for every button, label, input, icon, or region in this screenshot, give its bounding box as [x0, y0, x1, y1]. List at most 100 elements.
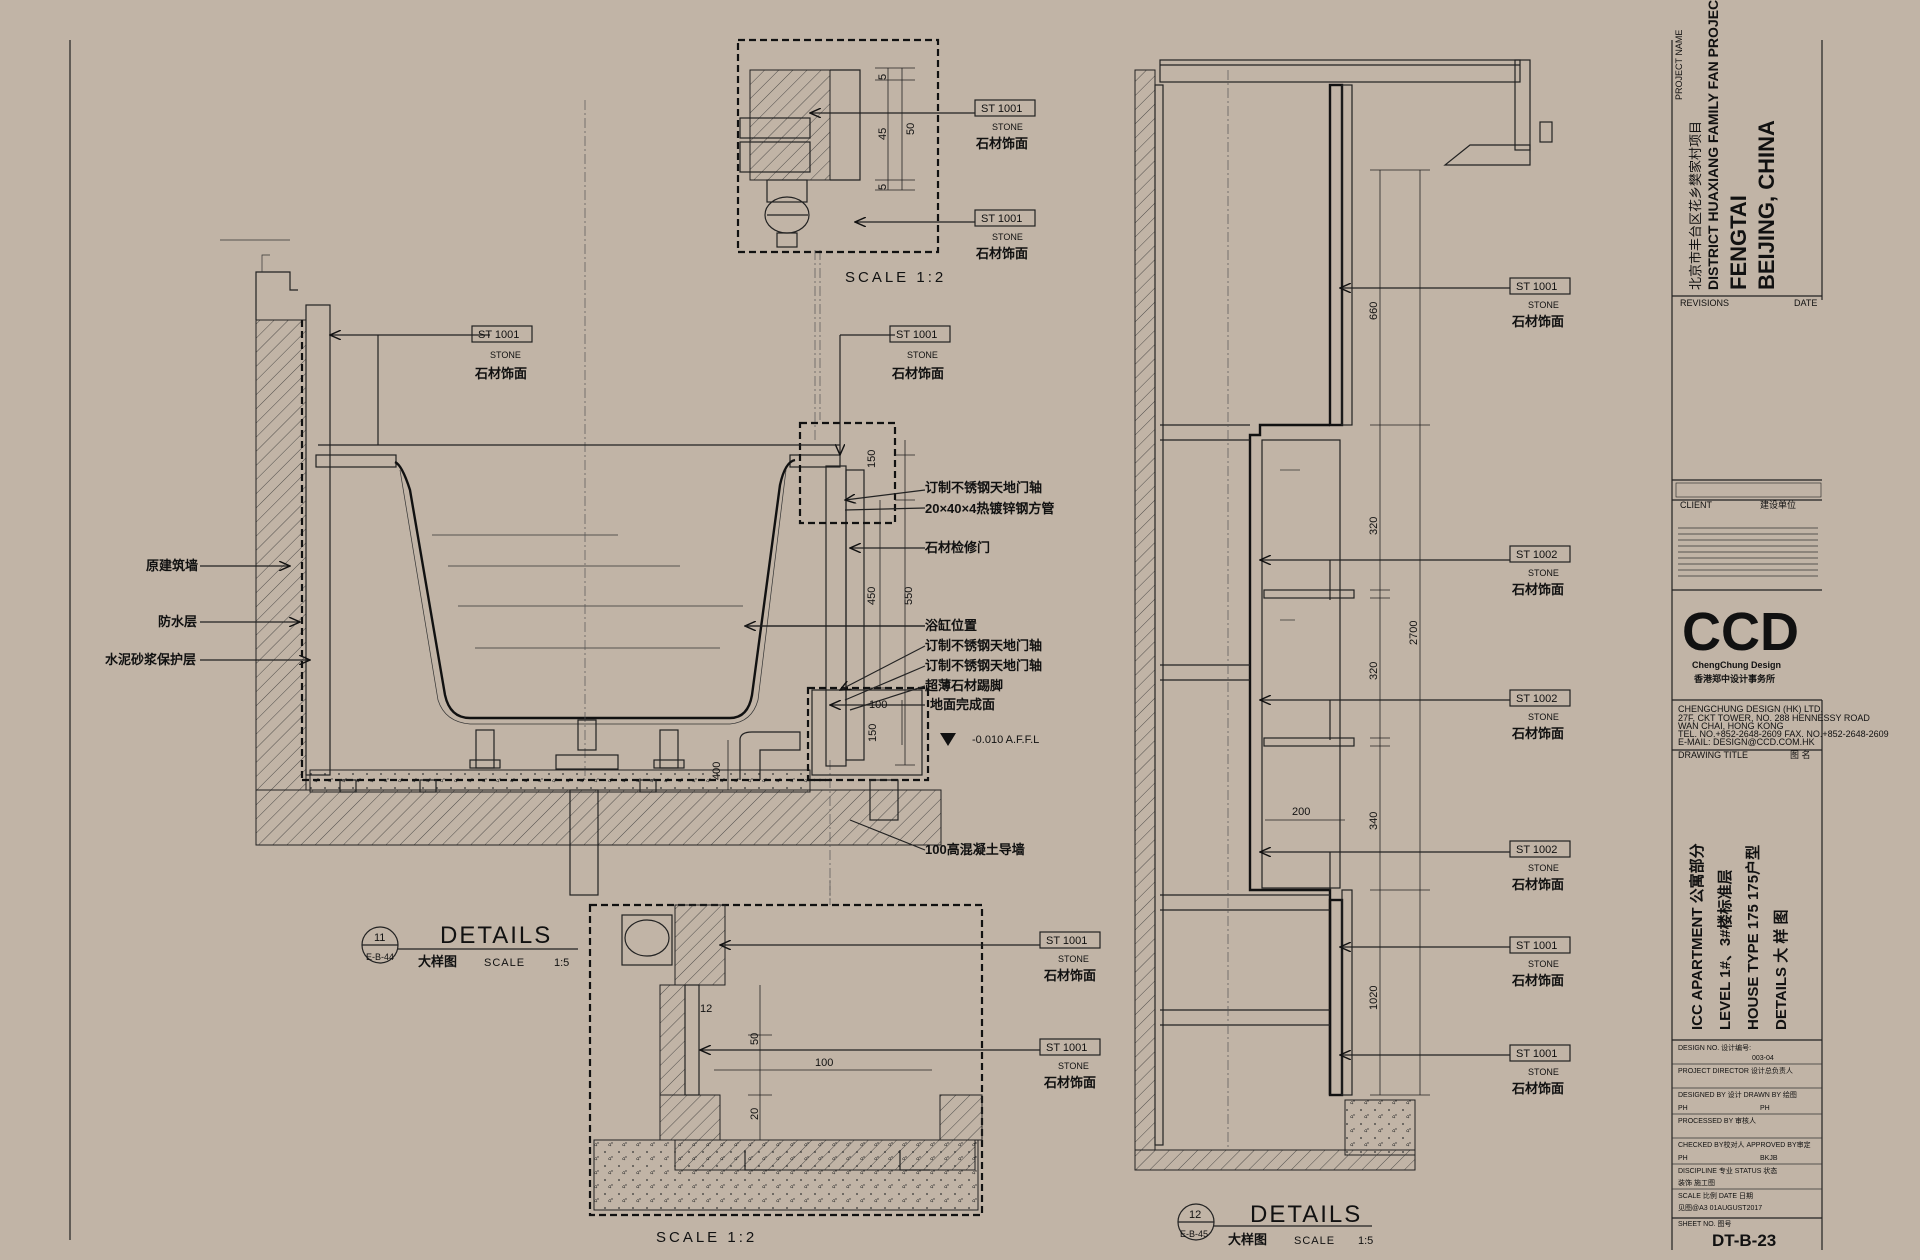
material-tag: ST 1001 STONE 石材饰面 — [1039, 1038, 1101, 1090]
tag-stone-cn: 石材饰面 — [1511, 1081, 1564, 1096]
material-tag: ST 1001 STONE 石材饰面 — [1509, 277, 1571, 329]
tag-stone-cn: 石材饰面 — [1511, 314, 1564, 329]
dim-400: 400 — [711, 762, 723, 780]
tag-stone-cn: 石材饰面 — [1043, 968, 1096, 983]
company-address-1: 27F, CKT TOWER, NO. 288 HENNESSY ROAD — [1678, 713, 1870, 723]
client-label: CLIENT — [1680, 500, 1713, 510]
dim-100: 100 — [869, 699, 887, 711]
project-city-2: BEIJING, CHINA — [1754, 120, 1779, 290]
detail-12-label: 12 E-B-45 DETAILS 大样图 SCALE 1:5 — [1177, 1201, 1373, 1247]
fine-print — [1678, 527, 1818, 577]
material-tag: ST 1001 STONE 石材饰面 — [974, 209, 1036, 261]
note-wall: 原建筑墙 — [146, 558, 198, 573]
sheet-no-label: SHEET NO. 图号 — [1678, 1220, 1732, 1228]
checked-value: PH — [1678, 1155, 1688, 1162]
tag-stone: STONE — [1058, 1061, 1089, 1071]
discipline-value: 装饰 施工图 — [1678, 1178, 1715, 1187]
tag-code: ST 1001 — [896, 329, 937, 341]
tag-stone-cn: 石材饰面 — [975, 246, 1028, 261]
tag-stone: STONE — [992, 122, 1023, 132]
detail-title: DETAILS — [1250, 1201, 1362, 1228]
tag-stone: STONE — [490, 350, 521, 360]
wall-dimensions: 660 320 2700 320 340 200 1020 — [1292, 302, 1420, 1010]
dim-50: 50 — [905, 123, 917, 135]
dim-5b: 5 — [877, 184, 889, 190]
discipline-label: DISCIPLINE 专业 STATUS 状态 — [1678, 1166, 1777, 1175]
tag-stone: STONE — [1528, 568, 1559, 578]
client-label-cn: 建设单位 — [1760, 499, 1796, 510]
project-city-1: FENGTAI — [1726, 195, 1751, 290]
tag-stone: STONE — [1528, 863, 1559, 873]
dim-100b: 100 — [815, 1057, 833, 1069]
company-logo-cn: 香港郑中设计事务所 — [1693, 673, 1775, 684]
company-email: E-MAIL: DESIGN@CCD.COM.HK — [1678, 737, 1815, 747]
detail-11-label: 11 E-B-44 DETAILS 大样图 SCALE 1:5 — [361, 922, 578, 969]
note-tube: 20×40×4热镀锌钢方管 — [925, 501, 1054, 516]
dim-340: 340 — [1368, 812, 1380, 830]
bottom-enlarged-detail: 12 50 100 20 SCALE 1:2 — [588, 880, 1040, 1246]
dimensions: 150 450 550 100 150 400 — [711, 450, 915, 780]
company-tel: TEL. NO.+852-2648-2609 FAX. NO.+852-2648… — [1678, 729, 1889, 739]
tag-code: ST 1001 — [1046, 1042, 1087, 1054]
tag-code: ST 1001 — [1516, 1048, 1557, 1060]
tag-code: ST 1001 — [1046, 935, 1087, 947]
material-tag: ST 1002 STONE 石材饰面 — [1509, 545, 1571, 597]
scale-date-label: SCALE 比例 DATE 日期 — [1678, 1191, 1753, 1200]
dim-5: 5 — [877, 74, 889, 80]
company-logo-sub: ChengChung Design — [1692, 660, 1781, 670]
material-tag: ST 1001 STONE 石材饰面 — [471, 325, 533, 381]
detail-scale-value: 1:5 — [1358, 1235, 1373, 1247]
note-level: -0.010 A.F.F.L — [972, 734, 1039, 746]
tag-stone: STONE — [1058, 954, 1089, 964]
tag-code: ST 1001 — [1516, 281, 1557, 293]
tag-code: ST 1001 — [1516, 940, 1557, 952]
note-stone-foot: 超薄石材踢脚 — [925, 678, 1003, 693]
dim-150: 150 — [866, 450, 878, 468]
tag-stone-cn: 石材饰面 — [1511, 877, 1564, 892]
detail-title-cn: 大样图 — [1228, 1232, 1267, 1247]
material-tag: ST 1001 STONE 石材饰面 — [974, 99, 1036, 151]
drawing-title-2: LEVEL 1#、3#楼标准层 — [1716, 869, 1734, 1030]
dim-450: 450 — [866, 587, 878, 605]
note-waterproof: 防水层 — [158, 614, 197, 629]
dim-550: 550 — [903, 587, 915, 605]
checked-label: CHECKED BY校对人 APPROVED BY审定 — [1678, 1140, 1811, 1149]
processed-label: PROCESSED BY 审核人 — [1678, 1116, 1756, 1125]
tag-code: ST 1001 — [478, 329, 519, 341]
tag-code: ST 1002 — [1516, 693, 1557, 705]
sign-off-table: DESIGN NO. 设计编号: 003-04 PROJECT DIRECTOR… — [1672, 1043, 1822, 1250]
dim-50b: 50 — [749, 1033, 761, 1045]
dim-20: 20 — [749, 1108, 761, 1120]
approved-value: BKJB — [1760, 1155, 1778, 1162]
material-tag: ST 1001 STONE 石材饰面 — [1039, 931, 1101, 983]
company-logo: CCD — [1682, 602, 1799, 662]
detail-scale: SCALE — [484, 957, 525, 969]
project-name-cn: 北京市丰台区花乡樊家村项目 — [1688, 121, 1703, 290]
note-hinge-3: 订制不锈钢天地门轴 — [925, 658, 1042, 673]
material-tag: ST 1002 STONE 石材饰面 — [1509, 689, 1571, 741]
drawing-title-3: HOUSE TYPE 175 175户型 — [1744, 845, 1762, 1030]
note-tub-position: 浴缸位置 — [925, 618, 977, 633]
dim-320: 320 — [1368, 517, 1380, 535]
tag-stone: STONE — [1528, 712, 1559, 722]
note-access-door: 石材检修门 — [924, 540, 990, 555]
tag-stone-cn: 石材饰面 — [1511, 973, 1564, 988]
detail-scale: SCALE — [1294, 1235, 1335, 1247]
director-label: PROJECT DIRECTOR 设计总负责人 — [1678, 1066, 1793, 1075]
note-hinge-2: 订制不锈钢天地门轴 — [925, 638, 1042, 653]
tag-code: ST 1001 — [981, 213, 1022, 225]
note-hinge-1: 订制不锈钢天地门轴 — [925, 480, 1042, 495]
tag-stone-cn: 石材饰面 — [891, 366, 944, 381]
design-no-label: DESIGN NO. 设计编号: — [1678, 1043, 1751, 1052]
material-tag: ST 1001 STONE 石材饰面 — [1509, 936, 1571, 988]
project-name-label: PROJECT NAME — [1674, 30, 1684, 100]
tag-stone-cn: 石材饰面 — [975, 136, 1028, 151]
date-label: DATE — [1794, 298, 1817, 308]
tag-code: ST 1001 — [981, 103, 1022, 115]
note-mortar: 水泥砂浆保护层 — [105, 652, 196, 667]
drawing-title-label-cn: 图 名 — [1790, 749, 1811, 760]
designed-value: PH — [1678, 1105, 1688, 1112]
tag-stone-cn: 石材饰面 — [1043, 1075, 1096, 1090]
dim-150b: 150 — [867, 724, 879, 742]
